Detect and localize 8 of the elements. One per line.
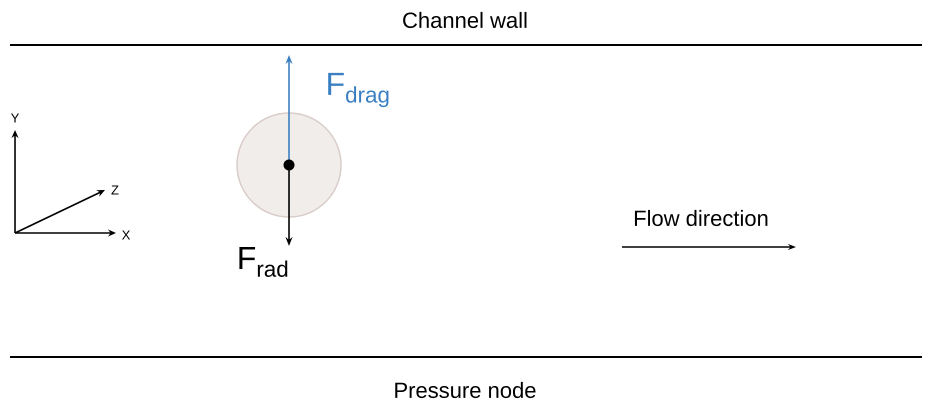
- force-label: F$_{rad}$: [239, 247, 288, 277]
- node-label: Pressure node: [395, 382, 536, 398]
- force-label: F$_{drag}$: [328, 72, 388, 108]
- axis-label: Y: [10, 114, 20, 122]
- axis-label: Z: [111, 186, 119, 194]
- wall-label: Channel wall: [403, 12, 526, 28]
- flow-label: Flow direction: [634, 210, 768, 226]
- axis-label: X: [122, 230, 130, 240]
